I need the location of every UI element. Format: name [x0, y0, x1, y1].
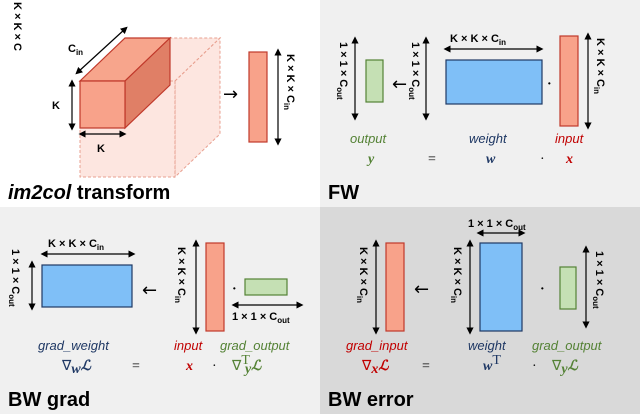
bwg-input-dim: K × K × Cin — [173, 247, 187, 303]
bwe-grad-input-vector — [385, 242, 405, 332]
fw-input-vector — [559, 35, 579, 127]
bwg-grad-weight-sym: ∇wℒ — [61, 359, 92, 377]
bwg-eq: = — [132, 359, 140, 374]
bw-grad-panel: K × K × Cin 1 × 1 × Cout ← K × K × Cin ·… — [0, 207, 320, 414]
column-dim-label: K × K × Cin — [282, 54, 296, 110]
bwe-arrow: ← — [414, 279, 429, 300]
bwe-grad-input-name: grad_input — [346, 338, 409, 353]
im2col-panel: K × K × C Cin K K → K × K × Cin im2col t… — [0, 0, 320, 207]
fw-panel: 1 × 1 × Cout ← 1 × 1 × Cout K × K × Cin … — [320, 0, 640, 207]
im2col-title: im2col transform — [8, 182, 170, 204]
side-dim-label: K × K × C — [11, 2, 23, 51]
fw-dot2: · — [540, 152, 545, 167]
fw-weight-matrix — [445, 59, 543, 105]
bwe-dot2: · — [532, 359, 537, 374]
fw-output-name: output — [350, 131, 388, 146]
bwe-weight-sym: wT — [483, 353, 501, 374]
k-width-label: K — [97, 143, 105, 155]
bwg-dot2: · — [212, 359, 217, 374]
fw-weight-top-dim: K × K × Cin — [450, 33, 506, 47]
bwe-weight-matrix — [479, 242, 523, 332]
fw-output-dim: 1 × 1 × Cout — [335, 42, 349, 100]
fw-input-name: input — [555, 131, 585, 146]
k-height-label: K — [52, 100, 60, 112]
bwe-dot: · — [540, 282, 545, 297]
bwe-grad-output-vector — [559, 266, 577, 310]
bw-grad-svg: K × K × Cin 1 × 1 × Cout ← K × K × Cin ·… — [7, 238, 304, 411]
fw-eq: = — [428, 152, 436, 167]
fw-title: FW — [328, 182, 359, 204]
bwg-grad-output-vector — [244, 278, 288, 296]
fw-output-sym: y — [366, 152, 375, 167]
bwe-grad-input-sym: ∇xℒ — [361, 359, 389, 377]
bwg-input-sym: x — [185, 359, 193, 374]
bwe-title: BW error — [328, 389, 414, 411]
bwg-weight-top-dim: K × K × Cin — [48, 238, 104, 252]
bwe-eq: = — [422, 359, 430, 374]
bwe-grad-input-dim: K × K × Cin — [355, 247, 369, 303]
transform-arrow: → — [223, 84, 238, 105]
bwg-grad-weight-matrix — [41, 264, 133, 308]
cin-label: Cin — [68, 43, 83, 57]
bwg-input-vector — [205, 242, 225, 332]
bwe-weight-top-dim: 1 × 1 × Cout — [468, 218, 526, 232]
bwe-weight-name: weight — [468, 338, 507, 353]
bwg-grad-output-name: grad_output — [220, 338, 291, 353]
bwg-grad-weight-name: grad_weight — [38, 338, 110, 353]
fw-output-vector — [365, 59, 384, 103]
bwe-weight-left-dim: K × K × Cin — [449, 247, 463, 303]
fw-svg: 1 × 1 × Cout ← 1 × 1 × Cout K × K × Cin … — [328, 32, 606, 204]
bwg-dot: · — [232, 282, 237, 297]
fw-weight-sym: w — [486, 152, 496, 167]
im2col-svg: K × K × C Cin K K → K × K × Cin im2col t… — [8, 2, 296, 204]
bw-error-panel: K × K × Cin ← 1 × 1 × Cout K × K × Cin ·… — [320, 207, 640, 414]
bwg-title: BW grad — [8, 389, 90, 411]
bwg-input-name: input — [174, 338, 204, 353]
bwg-weight-left-dim: 1 × 1 × Cout — [7, 249, 21, 307]
bw-error-svg: K × K × Cin ← 1 × 1 × Cout K × K × Cin ·… — [328, 218, 605, 411]
fw-arrow: ← — [392, 74, 407, 95]
fw-input-dim: K × K × Cin — [592, 38, 606, 94]
fw-weight-name: weight — [469, 131, 508, 146]
bwe-grad-out-dim: 1 × 1 × Cout — [591, 251, 605, 309]
bwe-grad-output-name: grad_output — [532, 338, 603, 353]
fw-dot: · — [547, 77, 552, 92]
im2col-column — [248, 51, 268, 143]
fw-input-sym: x — [565, 152, 573, 167]
bwe-grad-output-sym: ∇yℒ — [551, 359, 579, 377]
fw-weight-left-dim: 1 × 1 × Cout — [407, 42, 421, 100]
bwg-grad-out-dim: 1 × 1 × Cout — [232, 311, 290, 325]
bwg-arrow: ← — [142, 280, 157, 301]
